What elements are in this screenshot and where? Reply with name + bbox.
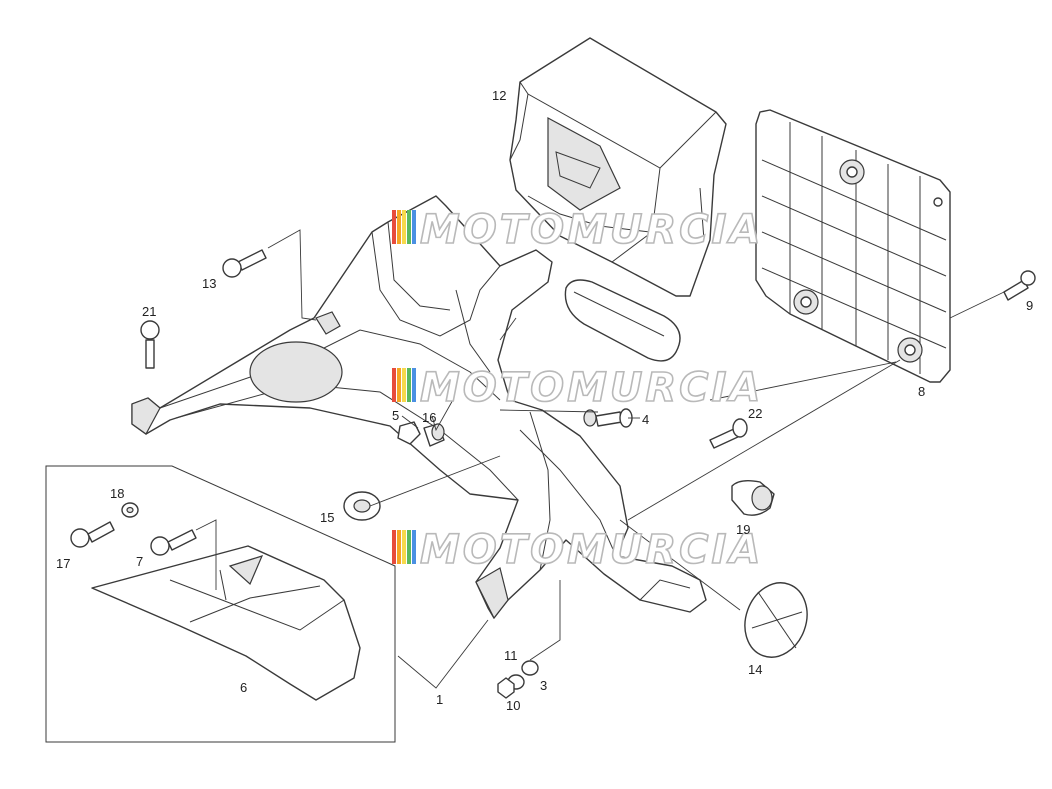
tail-light-lens xyxy=(564,279,681,362)
part-14-reflector xyxy=(744,582,808,658)
callout-labels: 12 13 21 9 8 5 16 4 22 18 15 19 7 17 11 … xyxy=(56,88,1033,713)
detail-inset-frame xyxy=(45,465,396,743)
part-8-license-plate-frame xyxy=(755,109,951,383)
callout-16: 16 xyxy=(422,410,436,425)
watermark-text: MOTOMURCIA xyxy=(420,365,763,411)
callout-5: 5 xyxy=(392,408,399,423)
part-6-mud-flap xyxy=(91,545,361,701)
leader-lines xyxy=(195,229,1005,689)
callout-15: 15 xyxy=(320,510,334,525)
callout-21: 21 xyxy=(142,304,156,319)
part-18-washer xyxy=(121,502,139,518)
callout-8: 8 xyxy=(918,384,925,399)
callout-7: 7 xyxy=(136,554,143,569)
part-22-screw xyxy=(709,418,748,449)
callout-9: 9 xyxy=(1026,298,1033,313)
part-3-washer xyxy=(521,660,539,676)
part-19-spacer xyxy=(731,479,775,516)
callout-11: 11 xyxy=(504,648,518,663)
callout-10: 10 xyxy=(506,698,520,713)
callout-4: 4 xyxy=(642,412,649,427)
part-9-screw xyxy=(1003,270,1036,301)
callout-14: 14 xyxy=(748,662,762,677)
part-1-license-plate-holder-bracket xyxy=(131,195,707,620)
callout-18: 18 xyxy=(110,486,124,501)
part-16-bushing xyxy=(423,423,445,447)
part-21-screw xyxy=(140,320,160,369)
watermark-text: MOTOMURCIA xyxy=(420,207,763,253)
callout-13: 13 xyxy=(202,276,216,291)
callout-19: 19 xyxy=(736,522,750,537)
watermark-middle: MOTOMURCIA xyxy=(392,364,763,412)
part-7-screw xyxy=(150,529,197,556)
callout-17: 17 xyxy=(56,556,70,571)
part-13-screw xyxy=(222,249,267,278)
part-15-grommet xyxy=(343,491,381,521)
callout-3: 3 xyxy=(540,678,547,693)
watermark-top: MOTOMURCIA xyxy=(392,206,763,254)
part-4-screw xyxy=(583,408,633,428)
watermark-bottom: MOTOMURCIA xyxy=(392,526,763,574)
callout-6: 6 xyxy=(240,680,247,695)
watermark-text: MOTOMURCIA xyxy=(420,527,763,573)
part-17-screw xyxy=(70,521,115,548)
part-10-nut xyxy=(497,677,515,699)
callout-22: 22 xyxy=(748,406,762,421)
callout-12: 12 xyxy=(492,88,506,103)
callout-1: 1 xyxy=(436,692,443,707)
part-12-tail-light-housing xyxy=(509,37,727,297)
part-5-clip xyxy=(397,421,421,445)
